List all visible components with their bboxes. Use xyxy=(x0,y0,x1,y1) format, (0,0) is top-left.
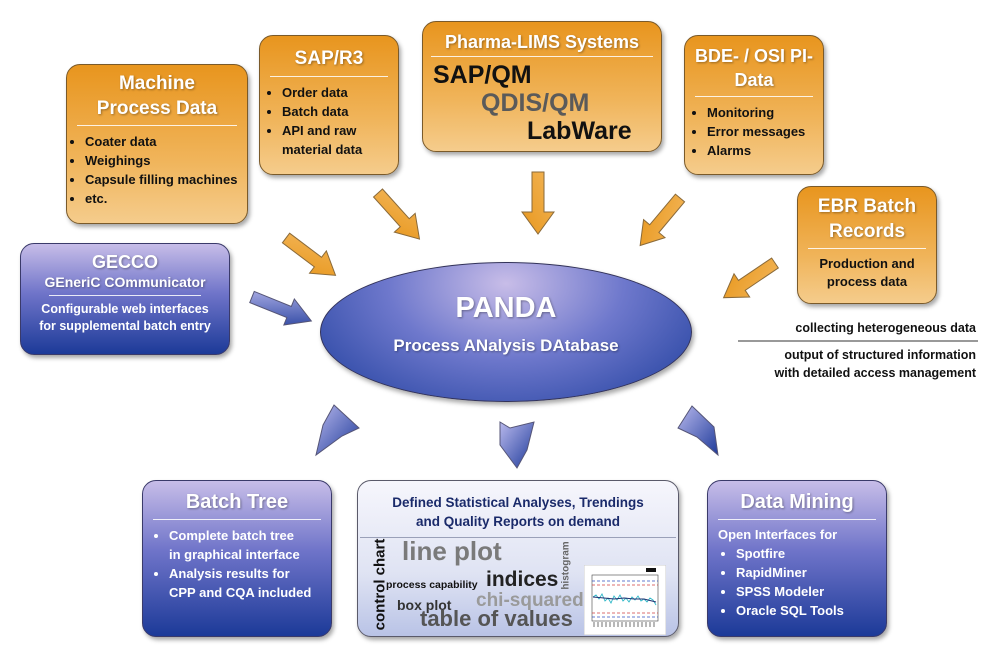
thumbnail-x-ticks xyxy=(593,622,655,627)
term-histogram: histogram xyxy=(560,541,572,590)
statistical-analyses-box: Defined Statistical Analyses, Trendings … xyxy=(357,480,679,637)
divider xyxy=(718,519,876,520)
term-box-plot: box plot xyxy=(397,597,452,613)
divider xyxy=(808,248,926,249)
list-item: Oracle SQL Tools xyxy=(736,601,886,620)
legend-output-line2: with detailed access management xyxy=(774,366,976,380)
divider xyxy=(153,519,321,520)
list-item: Order data xyxy=(282,83,398,102)
gecco-title: GECCO xyxy=(91,252,158,272)
control-chart-thumbnail xyxy=(584,565,666,635)
machine-title-line1: Machine xyxy=(118,73,196,94)
list-item: Spotfire xyxy=(736,544,886,563)
arrow-panda-to-batch-tree xyxy=(315,404,360,457)
lims-system-qdis-qm: QDIS/QM xyxy=(481,89,590,117)
sap-r3-title: SAP/R3 xyxy=(294,48,364,69)
list-item: Error messages xyxy=(707,122,823,141)
lims-system-labware: LabWare xyxy=(527,117,632,145)
divider xyxy=(270,76,388,77)
divider xyxy=(77,125,237,126)
gecco-text-line1: Configurable web interfaces xyxy=(41,302,209,316)
legend-output-line1: output of structured information xyxy=(784,348,976,362)
arrow-ebr-to-panda xyxy=(722,257,780,299)
ebr-text-line1: Production and xyxy=(819,256,915,271)
batch-tree-item-2-line2: CPP and CQA included xyxy=(169,585,312,600)
list-item: Monitoring xyxy=(707,103,823,122)
list-item: RapidMiner xyxy=(736,563,886,582)
machine-process-data-box: Machine Process Data Coater data Weighin… xyxy=(66,64,248,224)
list-item: Capsule filling machines xyxy=(85,170,247,189)
panda-title: PANDA xyxy=(455,292,557,324)
arrow-sap-to-panda xyxy=(372,188,421,240)
data-mining-intro: Open Interfaces for xyxy=(718,527,838,542)
thumbnail-trend-line xyxy=(592,596,657,603)
lims-system-sap-qm: SAP/QM xyxy=(433,61,532,89)
arrow-gecco-to-panda xyxy=(249,290,313,326)
panda-subtitle: Process ANalysis DAtabase xyxy=(393,336,619,355)
analyses-title-line1: Defined Statistical Analyses, Trendings xyxy=(392,495,644,510)
batch-tree-title: Batch Tree xyxy=(185,491,289,513)
list-item: Weighings xyxy=(85,151,247,170)
data-mining-box: Data Mining Open Interfaces for Spotfire… xyxy=(707,480,887,637)
list-item: Coater data xyxy=(85,132,247,151)
term-process-capability: process capability xyxy=(386,579,478,591)
thumbnail-legend-box xyxy=(646,568,656,572)
ebr-text-line2: process data xyxy=(826,274,908,289)
divider xyxy=(360,537,676,538)
arrow-machine-to-panda xyxy=(281,232,337,276)
list-item: Analysis results for CPP and CQA include… xyxy=(169,564,331,602)
ebr-batch-records-box: EBR Batch Records Production and process… xyxy=(797,186,937,304)
list-item: Complete batch tree in graphical interfa… xyxy=(169,526,331,564)
ebr-title-line1: EBR Batch xyxy=(817,196,917,217)
arrow-lims-to-panda xyxy=(521,171,555,235)
batch-tree-item-2-line1: Analysis results for xyxy=(169,566,290,581)
list-item: etc. xyxy=(85,189,247,208)
bde-title-line1: BDE- / OSI PI- xyxy=(694,46,813,66)
term-table-of-values: table of values xyxy=(420,606,573,631)
divider xyxy=(431,56,653,57)
divider xyxy=(49,295,201,296)
panda-database: PANDA Process ANalysis DAtabase xyxy=(320,262,692,402)
list-item: Batch data xyxy=(282,102,398,121)
batch-tree-item-1-line2: in graphical interface xyxy=(169,547,300,562)
list-item: SPSS Modeler xyxy=(736,582,886,601)
term-chi-squared: chi-squared xyxy=(476,590,584,611)
data-mining-title: Data Mining xyxy=(740,491,854,513)
divider xyxy=(695,96,813,97)
lims-title: Pharma-LIMS Systems xyxy=(444,32,640,52)
sap-r3-box: SAP/R3 Order data Batch data API and raw… xyxy=(259,35,399,175)
list-item: API and raw material data xyxy=(282,121,382,159)
analysis-term-cloud: control chart line plot histogram proces… xyxy=(358,536,678,631)
list-item: Alarms xyxy=(707,141,823,160)
gecco-box: GECCO GEneriC COmmunicator Configurable … xyxy=(20,243,230,355)
legend-input-label: collecting heterogeneous data xyxy=(795,321,976,335)
term-indices: indices xyxy=(486,568,559,591)
gecco-text-line2: for supplemental batch entry xyxy=(39,319,211,333)
analyses-title-line2: and Quality Reports on demand xyxy=(415,514,621,529)
term-line-plot: line plot xyxy=(402,536,502,566)
batch-tree-box: Batch Tree Complete batch tree in graphi… xyxy=(142,480,332,637)
arrow-panda-to-analyses xyxy=(499,421,535,469)
legend-output-label: output of structured information with de… xyxy=(775,346,976,382)
pharma-lims-box: Pharma-LIMS Systems SAP/QM QDIS/QM LabWa… xyxy=(422,21,662,152)
batch-tree-item-1-line1: Complete batch tree xyxy=(169,528,294,543)
ebr-title-line2: Records xyxy=(828,221,906,242)
arrow-bde-to-panda xyxy=(639,193,686,247)
bde-osi-pi-box: BDE- / OSI PI- Data Monitoring Error mes… xyxy=(684,35,824,175)
arrow-panda-to-data-mining xyxy=(677,405,719,457)
bde-title-line2: Data xyxy=(734,70,774,90)
gecco-subtitle: GEneriC COmmunicator xyxy=(44,274,206,290)
machine-title-line2: Process Data xyxy=(96,98,218,119)
